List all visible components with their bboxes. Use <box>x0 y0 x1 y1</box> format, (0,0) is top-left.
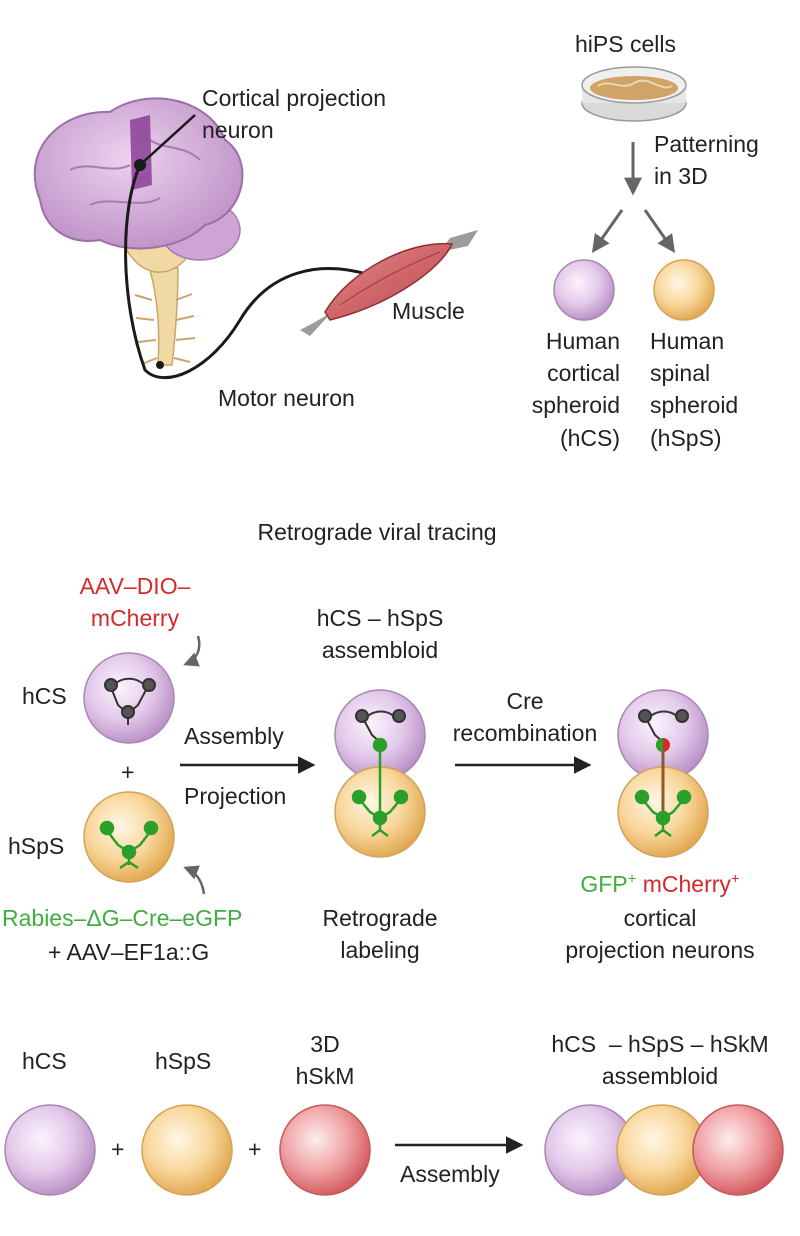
hips-cells-label: hiPS cells <box>575 31 676 57</box>
axon-path <box>124 164 371 380</box>
labeled-cortical-neurons <box>638 709 689 743</box>
split-arrow-left <box>591 209 624 253</box>
assembloid-label: hCS – hSpS assembloid <box>316 605 444 664</box>
cre-recombination-label: Cre recombination <box>452 688 598 747</box>
hsps-spheroid <box>653 259 715 321</box>
gfp-plus: + <box>627 870 637 888</box>
hcs-caption: Human cortical spheroid (hCS) <box>531 328 620 451</box>
projection-label: Projection <box>184 783 287 809</box>
gfp-mcherry-line: GFP+ mCherry+ <box>520 868 800 900</box>
bottom-hcs-label: hCS <box>22 1048 67 1074</box>
motor-neuron-label: Motor neuron <box>218 385 355 411</box>
bottom-hskm-sphere <box>279 1104 371 1196</box>
motor-cortex-patch <box>130 115 152 190</box>
assembloid-spinal-neurons <box>351 737 409 837</box>
bottom-plus-1: + <box>111 1136 125 1162</box>
tri-assembloid-label: hCS – hSpS – hSkM assembloid <box>551 1031 769 1090</box>
muscle-label: Muscle <box>392 298 465 324</box>
hsps-caption: Human spinal spheroid (hSpS) <box>650 328 739 451</box>
mcherry-label: mCherry <box>642 871 731 897</box>
hsps-sphere-left <box>83 791 175 883</box>
bottom-hsps-sphere <box>141 1104 233 1196</box>
section-title-retrograde: Retrograde viral tracing <box>257 519 497 545</box>
rabies-injection-arrow <box>183 865 206 895</box>
brain-illustration <box>33 97 244 366</box>
rabies-label: Rabies–ΔG–Cre–eGFP <box>2 905 243 931</box>
tri-assembloid-hskm <box>692 1104 784 1196</box>
labeled-spinal-neurons <box>634 789 692 837</box>
aav-ef1a-label: + AAV–EF1a::G <box>48 939 210 965</box>
hcs-spheroid <box>553 259 615 321</box>
cortical-neurons-icon <box>104 677 156 725</box>
motor-neuron-dot <box>156 361 164 369</box>
bottom-assembly-label: Assembly <box>400 1161 500 1187</box>
gfp-label: GFP <box>580 871 628 897</box>
retrograde-labeling-label: Retrograde labeling <box>322 905 438 964</box>
spinal-neurons-icon <box>99 820 159 870</box>
hcs-label: hCS <box>22 683 67 709</box>
patterning-label: Patterning in 3D <box>654 131 759 190</box>
cortical-projection-neurons-label: cortical projection neurons <box>565 905 755 964</box>
bottom-hsps-label: hSpS <box>155 1048 212 1074</box>
mcherry-plus: + <box>730 870 740 888</box>
assembly-label: Assembly <box>184 723 284 749</box>
aav-dio-mcherry-label: AAV–DIO– mCherry <box>79 573 191 632</box>
hcs-sphere-left <box>83 652 175 744</box>
muscle-illustration <box>300 230 478 336</box>
bottom-hskm-label: 3D hSkM <box>295 1031 355 1090</box>
cortical-label-leader <box>139 114 196 166</box>
aav-injection-arrow <box>183 635 201 667</box>
hsps-label: hSpS <box>8 833 65 859</box>
plus-label: + <box>121 759 135 785</box>
petri-dish-icon <box>581 66 687 122</box>
bottom-hcs-sphere <box>4 1104 96 1196</box>
split-arrow-right <box>643 209 676 253</box>
bottom-plus-2: + <box>248 1136 262 1162</box>
cortical-projection-neuron-label: Cortical projection neuron <box>202 85 387 144</box>
